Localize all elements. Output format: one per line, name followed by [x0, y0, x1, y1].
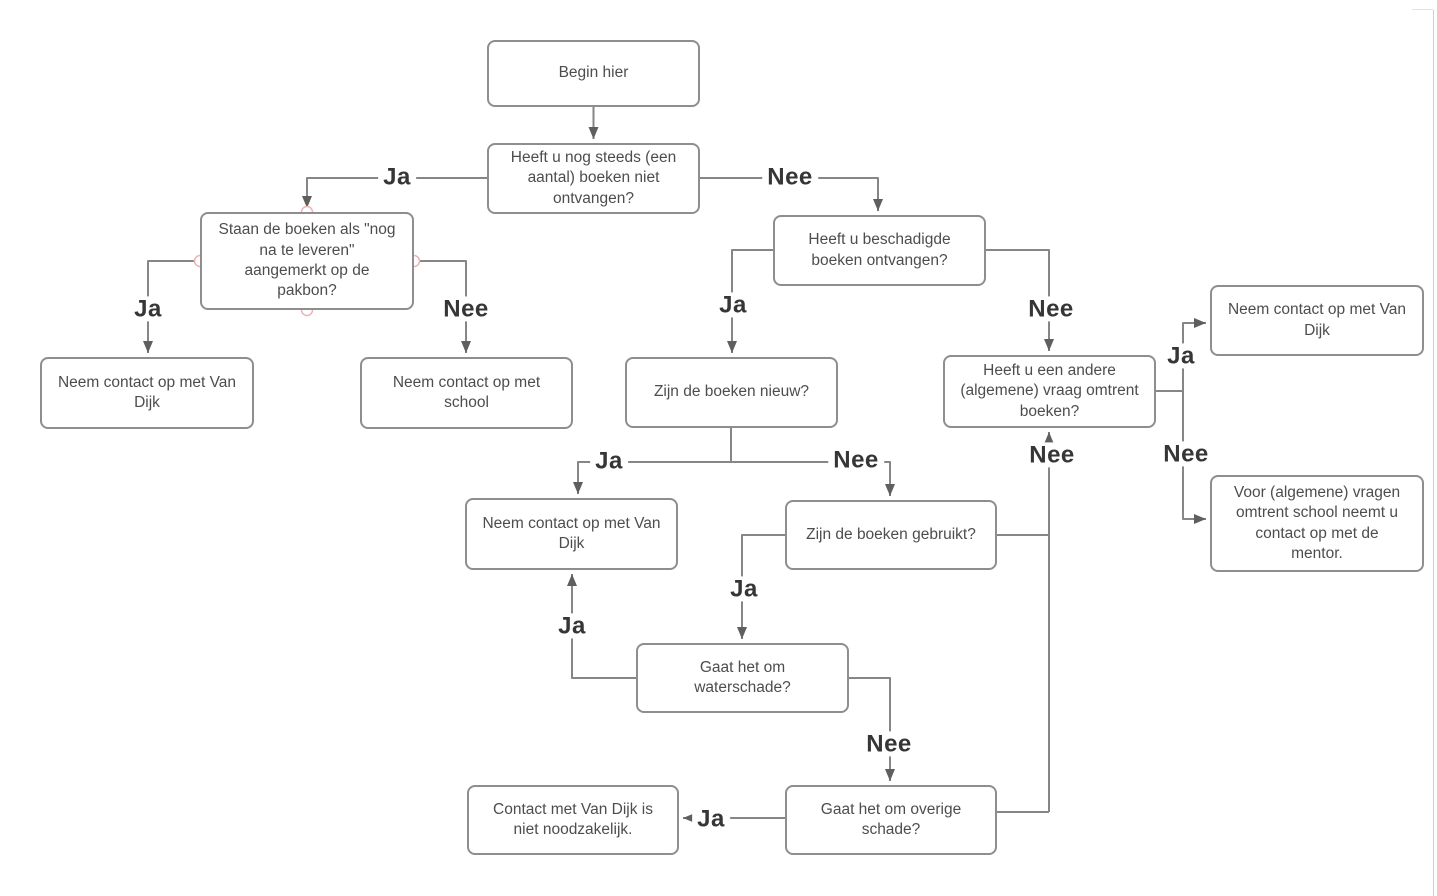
edge-q7-a5 — [567, 574, 636, 679]
node-boeken-gebruikt[interactable]: Zijn de boeken gebruikt? — [785, 500, 997, 570]
node-text: Gaat het om waterschade? — [694, 658, 791, 696]
node-text: Gaat het om overige schade? — [820, 800, 962, 838]
edge-label-nee: Nee — [1024, 442, 1080, 468]
node-text: Heeft u beschadigde boeken ontvangen? — [808, 231, 951, 269]
node-text: Neem contact op met Van Dijk — [482, 514, 661, 552]
node-begin-text: Begin hier — [558, 64, 629, 82]
node-contact-van-dijk-2[interactable]: Neem contact op met Van Dijk — [1210, 285, 1424, 356]
node-andere-vraag-boeken[interactable]: Heeft u een andere (algemene) vraag omtr… — [943, 355, 1156, 428]
edge-label-nee: Nee — [1023, 296, 1079, 322]
edge-q4-q6 — [731, 461, 895, 496]
node-text: Contact met Van Dijk is niet noodzakelij… — [493, 800, 653, 838]
canvas-top-right-tick — [1412, 9, 1433, 10]
edge-q1-q2 — [302, 177, 487, 208]
edge-label-nee: Nee — [828, 447, 884, 473]
node-text: Staan de boeken als "nog na te leveren" … — [218, 221, 396, 300]
edge-label-ja: Ja — [692, 806, 730, 832]
node-text: Zijn de boeken nieuw? — [653, 383, 810, 401]
node-overige-schade[interactable]: Gaat het om overige schade? — [785, 785, 997, 855]
edge-q4-a5 — [573, 461, 731, 494]
node-text: Heeft u een andere (algemene) vraag omtr… — [960, 361, 1139, 420]
node-contact-niet-noodzakelijk[interactable]: Contact met Van Dijk is niet noodzakelij… — [467, 785, 679, 855]
canvas-right-edge — [1433, 10, 1434, 896]
node-boeken-nieuw[interactable]: Zijn de boeken nieuw? — [625, 357, 838, 428]
node-contact-van-dijk-1[interactable]: Neem contact op met Van Dijk — [40, 357, 254, 429]
edge-label-ja: Ja — [714, 292, 752, 318]
node-boeken-niet-ontvangen[interactable]: Heeft u nog steeds (een aantal) boeken n… — [487, 143, 700, 214]
node-contact-school[interactable]: Neem contact op met school — [360, 357, 573, 429]
node-begin[interactable]: Begin hier — [487, 40, 700, 107]
edge-label-nee: Nee — [762, 164, 818, 190]
node-vragen-school-mentor[interactable]: Voor (algemene) vragen omtrent school ne… — [1210, 475, 1424, 572]
edge-q3-q4 — [727, 249, 773, 353]
edge-label-nee: Nee — [1158, 441, 1214, 467]
edge-q1-q3 — [700, 177, 883, 211]
edge-q2-a2 — [414, 260, 471, 353]
node-contact-van-dijk-3[interactable]: Neem contact op met Van Dijk — [465, 498, 678, 570]
node-text: Neem contact op met Van Dijk — [57, 373, 237, 411]
node-text: Neem contact op met school — [392, 373, 541, 411]
edge-label-nee: Nee — [861, 731, 917, 757]
node-beschadigde-boeken[interactable]: Heeft u beschadigde boeken ontvangen? — [773, 215, 986, 286]
edge-label-nee: Nee — [438, 296, 494, 322]
node-text: Zijn de boeken gebruikt? — [806, 525, 976, 543]
node-text: Heeft u nog steeds (een aantal) boeken n… — [510, 148, 677, 207]
node-text: Voor (algemene) vragen omtrent school ne… — [1233, 483, 1401, 562]
edge-q2-a1 — [143, 260, 200, 353]
node-waterschade[interactable]: Gaat het om waterschade? — [636, 643, 849, 713]
edge-label-ja: Ja — [129, 296, 167, 322]
edge-label-ja: Ja — [378, 164, 416, 190]
edge-q5-a4 — [1182, 391, 1206, 524]
edge-q6-q7 — [737, 534, 785, 639]
edge-label-ja: Ja — [725, 576, 763, 602]
edge-label-ja: Ja — [1162, 343, 1200, 369]
node-text: Neem contact op met Van Dijk — [1227, 301, 1407, 339]
edge-label-ja: Ja — [553, 613, 591, 639]
node-nog-na-te-leveren-pakbon[interactable]: Staan de boeken als "nog na te leveren" … — [200, 212, 414, 310]
edge-label-ja: Ja — [590, 448, 628, 474]
